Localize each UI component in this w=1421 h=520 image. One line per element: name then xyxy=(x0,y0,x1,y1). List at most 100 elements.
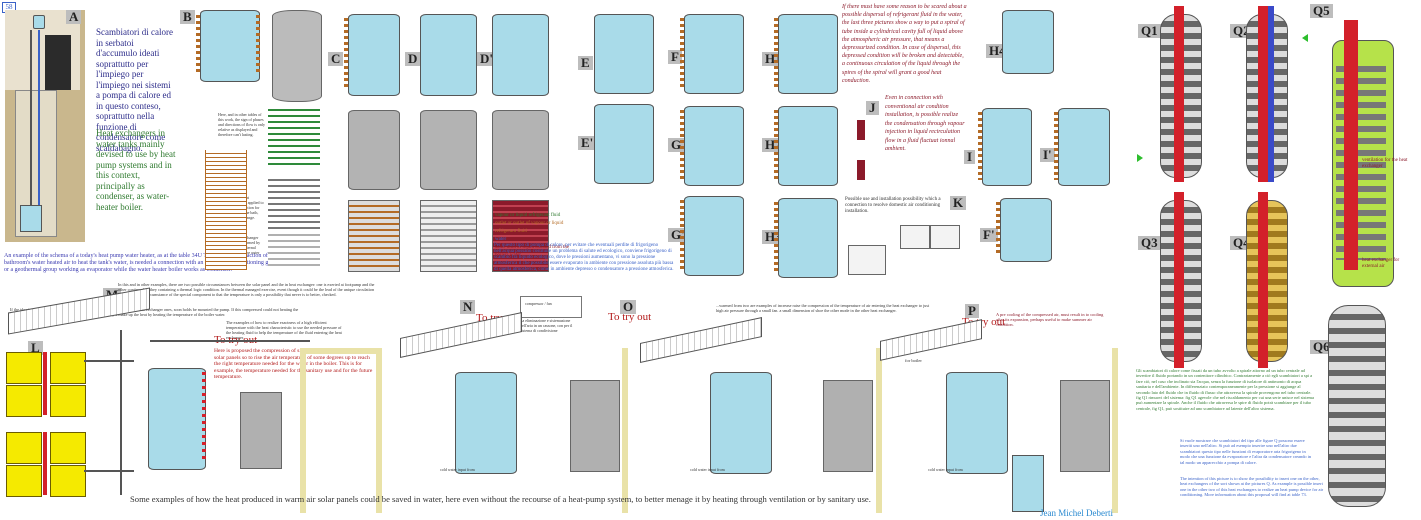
coil-i1 xyxy=(1054,112,1058,180)
l-box4 xyxy=(50,385,86,417)
p-wall xyxy=(1112,348,1118,513)
label-o: O xyxy=(620,300,637,314)
label-d1: D' xyxy=(477,52,496,66)
q6-exchanger xyxy=(1328,305,1386,507)
tank-h4 xyxy=(1002,10,1054,74)
tank-e xyxy=(594,14,654,94)
coil-f1 xyxy=(996,202,1000,256)
spiral-grey-c xyxy=(268,175,320,230)
q3-core xyxy=(1174,192,1184,368)
tank-g xyxy=(684,106,744,186)
label-i1: I' xyxy=(1040,148,1055,162)
coil-g xyxy=(680,110,684,180)
q-english-text: The intention of this picture is to show… xyxy=(1180,476,1324,498)
q2-core xyxy=(1258,6,1268,182)
o-wall xyxy=(876,348,882,513)
panel-a-house xyxy=(5,10,85,242)
k-box3 xyxy=(930,225,960,249)
italian-title: Scambiatori di calore in serbatoi d'accu… xyxy=(96,27,173,153)
l-box7 xyxy=(6,465,42,497)
tank-h1 xyxy=(778,14,838,94)
label-i: I xyxy=(964,150,976,164)
q2-core-blue xyxy=(1268,6,1274,182)
tank-g1 xyxy=(684,196,744,276)
solar-panel-m xyxy=(8,287,150,335)
tank-o xyxy=(710,372,772,474)
n-note2: La eliminazione e sistemazione dell'aria… xyxy=(520,318,573,333)
coil-f xyxy=(680,18,684,88)
label-q3: Q3 xyxy=(1138,236,1161,250)
tank-d-coiled xyxy=(420,200,477,272)
tank-e1 xyxy=(594,104,654,184)
label-f1: F' xyxy=(980,228,998,242)
l-box6 xyxy=(50,432,86,464)
spiral-green-c xyxy=(268,105,320,165)
legend-outlet: outlet or outlet of vapour or liquid ref… xyxy=(495,221,564,234)
tank-i1 xyxy=(1058,108,1110,186)
coil-g1 xyxy=(680,200,684,270)
l-box3 xyxy=(6,385,42,417)
coil-b-right xyxy=(256,15,260,75)
legend-vapour: vapour or liquid refrigerant fluid xyxy=(495,213,561,218)
n-wall xyxy=(622,348,628,513)
legend-isolated: some kind of liquid isolated from the bo… xyxy=(495,245,570,258)
m-intro: In this and in other examples, there are… xyxy=(118,282,375,297)
coil-c xyxy=(344,18,348,90)
coil-h2 xyxy=(774,110,778,180)
valve-j1 xyxy=(857,120,865,140)
red-note: If there must have some reason to be sca… xyxy=(842,4,967,84)
label-e: E xyxy=(578,56,593,70)
tank-d xyxy=(420,14,477,96)
cylinder-grey-c xyxy=(272,10,322,102)
solar-panel-p xyxy=(880,319,982,361)
spiral-light-c xyxy=(268,230,320,270)
tank-p-small xyxy=(1012,455,1044,512)
n-wall-l xyxy=(376,348,382,513)
l-box1 xyxy=(6,352,42,384)
tank-i xyxy=(982,108,1032,186)
coil-h3 xyxy=(774,202,778,272)
q5-label: ventilation for the heat exchanger xyxy=(1362,158,1408,169)
try-out-m-text: Here is proposed the compression of simp… xyxy=(214,348,373,381)
legend: vapour or liquid refrigerant fluid outle… xyxy=(495,212,575,260)
tank-m xyxy=(148,368,206,470)
label-q1: Q1 xyxy=(1138,24,1161,38)
grey-tank-m xyxy=(240,392,282,469)
tank-h3 xyxy=(778,198,838,278)
tank-f xyxy=(684,14,744,94)
tank-label-o: cold water input from xyxy=(690,467,725,472)
tank-f1 xyxy=(1000,198,1052,262)
b-note: Here, and in other tables of this work, … xyxy=(218,112,265,137)
label-l: L xyxy=(28,341,43,355)
valve-j2 xyxy=(857,160,865,180)
label-a: A xyxy=(66,10,82,24)
l-box8 xyxy=(50,465,86,497)
grey-tank-d xyxy=(420,110,477,190)
coil-h1 xyxy=(774,18,778,88)
m-wall-l xyxy=(300,348,306,513)
grey-tank-p xyxy=(1060,380,1110,472)
q6-label: heat exchanger for external air xyxy=(1362,258,1400,269)
label-k: K xyxy=(950,196,967,210)
grey-tank-n xyxy=(570,380,620,472)
l-red2 xyxy=(43,432,47,495)
try-out-o: To try out xyxy=(608,311,652,323)
solar-panel-o xyxy=(640,317,762,363)
tank-label-n: cold water input from xyxy=(440,467,475,472)
grey-tank-o xyxy=(823,380,873,472)
label-n: N xyxy=(460,300,476,314)
grey-tank-c xyxy=(348,110,400,190)
tank-p xyxy=(946,372,1008,474)
label-j: J xyxy=(866,101,879,115)
coil-b-left xyxy=(196,15,200,75)
coil-i xyxy=(978,112,982,180)
q5-core xyxy=(1344,20,1358,270)
tank-c xyxy=(348,14,400,96)
q-italian-text: Gli scambiatori di calore come fissati d… xyxy=(1136,368,1314,411)
label-d: D xyxy=(405,52,421,66)
spiral-b xyxy=(205,150,247,270)
label-p: P xyxy=(965,304,979,318)
bottom-caption: Some examples of how the heat produced i… xyxy=(130,494,871,504)
grey-tank-d1 xyxy=(492,110,549,190)
